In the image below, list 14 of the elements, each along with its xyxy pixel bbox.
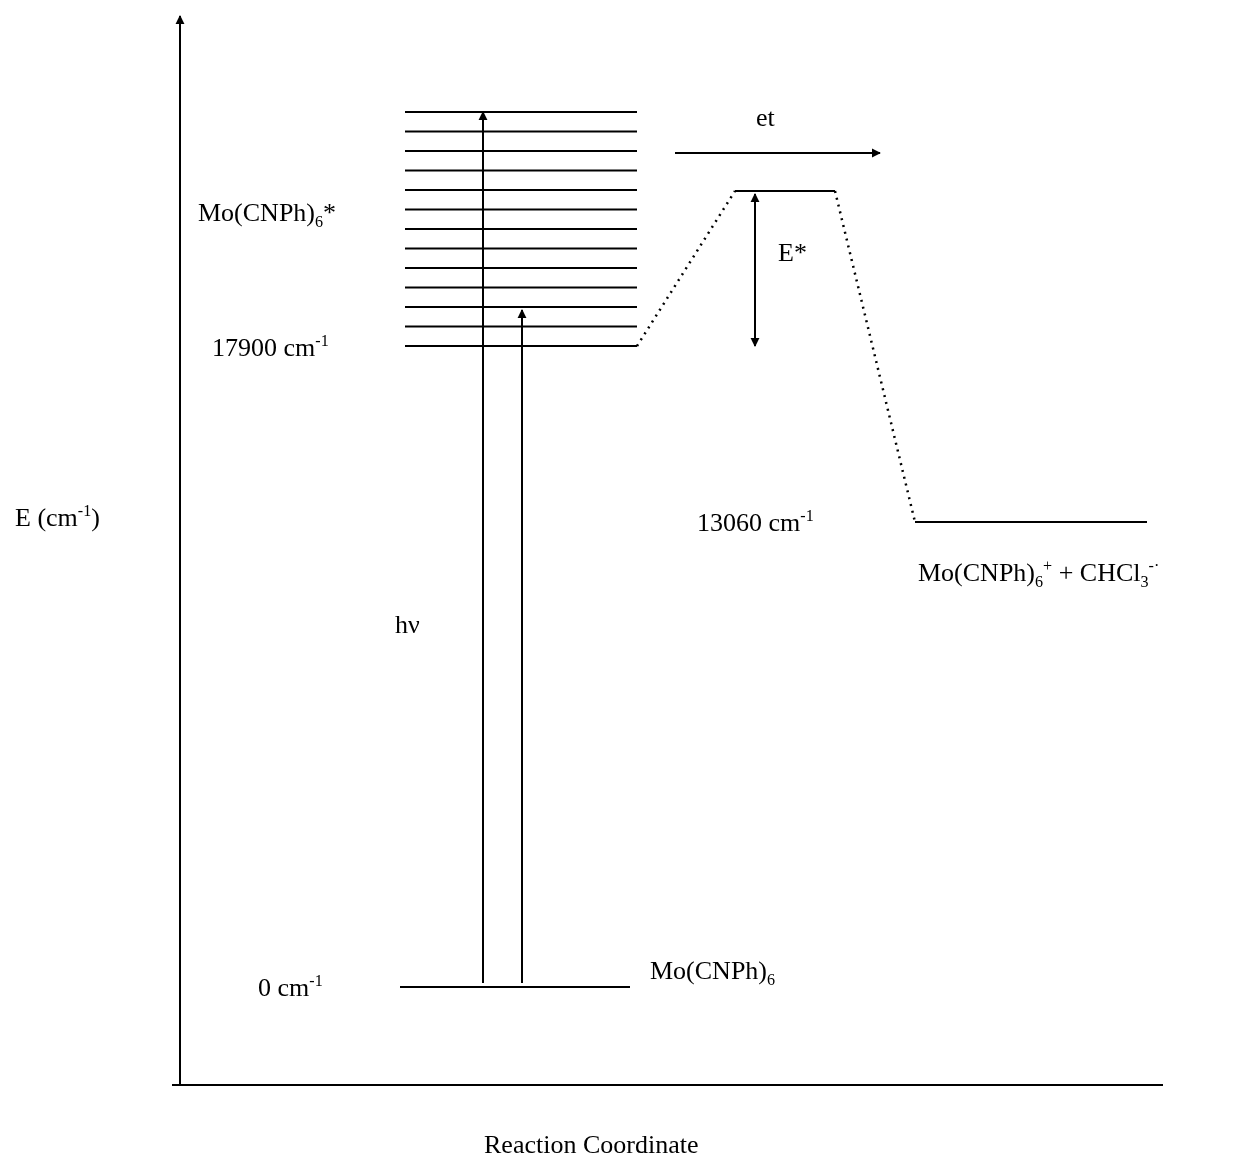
dimension-label: E*	[778, 240, 807, 266]
edge-label: hν	[395, 612, 420, 638]
arrow	[517, 309, 527, 984]
process-label: et	[756, 105, 775, 131]
level-label: Mo(CNPh)$_{6}$	[650, 958, 776, 984]
level-label: 0 cm$^{-1}$	[258, 975, 323, 1001]
axis-title: Reaction Coordinate	[484, 1132, 699, 1158]
level-label: 17900 cm$^{-1}$	[212, 335, 329, 361]
dotted-connector	[833, 190, 917, 523]
axis-title: E (cm$^{-1}$)	[15, 505, 100, 531]
level-label: 13060 cm$^{-1}$	[697, 510, 814, 536]
arrow	[478, 111, 488, 984]
level-label: Mo(CNPh)$_{6}$*	[198, 200, 337, 226]
dotted-connector	[635, 190, 737, 347]
